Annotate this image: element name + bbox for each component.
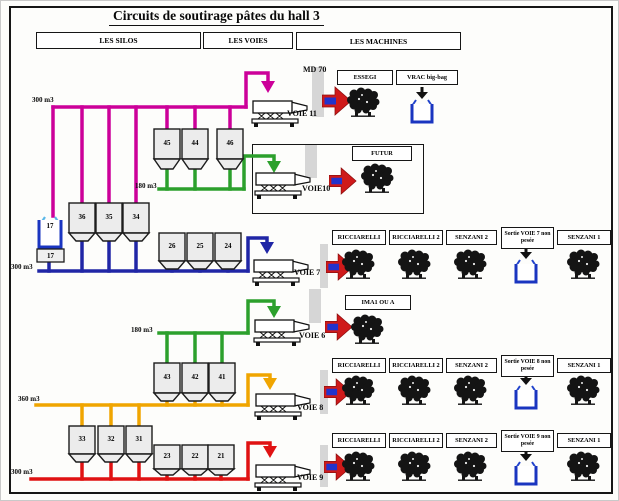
voie9-machine-box: SENZANI 1 [557, 433, 611, 448]
header-les-machines: LES MACHINES [296, 32, 461, 50]
voie9-senzani2-icon [454, 451, 487, 481]
volume-label-green-mid: 180 m3 [131, 326, 153, 334]
voie7-senzani1-icon [567, 249, 600, 279]
orange-arrowhead [263, 378, 277, 390]
silo-number: 31 [135, 435, 143, 443]
voie9-ricciarelli-icon [342, 451, 375, 481]
silo-number: 22 [191, 452, 199, 460]
silo-number: 21 [217, 452, 225, 460]
voie7-machine-box: RICCIARELLI 2 [389, 230, 443, 245]
silo-number: 34 [132, 213, 140, 221]
voie10-transfer-arrow-icon [329, 167, 357, 195]
voie7-machine-box: SENZANI 2 [446, 230, 497, 245]
voie9-sortie-bigbag-icon [514, 449, 538, 486]
silo-number: 26 [168, 242, 176, 250]
voie9-sortie-box: Sortie VOIE 9 non pesée [501, 430, 554, 452]
voie7-sortie-box: Sortie VOIE 7 non pesée [501, 227, 554, 249]
voie7-machine-box: SENZANI 1 [557, 230, 611, 245]
voie8-machine-box: RICCIARELLI 2 [389, 358, 443, 373]
ima-machine-icon [351, 314, 384, 344]
voie9-machine-box: RICCIARELLI 2 [389, 433, 443, 448]
voie7-ricciarelli2-icon [398, 249, 431, 279]
magenta-arrowhead [261, 81, 275, 93]
silo-number: 44 [191, 139, 199, 147]
voie8-sortie-box: Sortie VOIE 8 non pesée [501, 355, 554, 377]
silo-number: 25 [196, 242, 204, 250]
volume-label-orange: 360 m3 [18, 395, 40, 403]
big-bag-label: 17 [46, 222, 54, 230]
silo-number: 45 [163, 139, 171, 147]
silo-number: 36 [78, 213, 86, 221]
silo-number: 24 [224, 242, 232, 250]
big-bag-silo-17-icon [36, 216, 65, 263]
silo-number: 41 [218, 373, 226, 381]
volume-label-red: 300 m3 [11, 468, 33, 476]
header-les-voies: LES VOIES [203, 32, 293, 49]
voie8-senzani1-icon [567, 375, 600, 405]
voie8-sortie-bigbag-icon [514, 373, 538, 410]
voie8-machine-box: SENZANI 2 [446, 358, 497, 373]
big-bag-hopper-label: 17 [47, 252, 54, 260]
futur-box: FUTUR [352, 146, 412, 161]
voie9-machine-box: RICCIARELLI [332, 433, 386, 448]
silo-number: 35 [105, 213, 113, 221]
silo-icons [67, 128, 245, 476]
voie8-ricciarelli2-icon [398, 375, 431, 405]
voie8-machine-box: SENZANI 1 [557, 358, 611, 373]
futur-section-box [252, 144, 424, 214]
green-top-arrowhead [267, 161, 281, 173]
volume-label-green-top: 180 m3 [135, 182, 157, 190]
volume-label-blue: 300 m3 [11, 263, 33, 271]
voie7-machine-box: RICCIARELLI [332, 230, 386, 245]
voie7-senzani2-icon [454, 249, 487, 279]
voie11-transfer-arrow-icon [322, 86, 352, 116]
page-title: Circuits de soutirage pâtes du hall 3 [109, 9, 324, 26]
red-arrowhead [263, 446, 277, 458]
green-top-circuit [157, 154, 276, 191]
voie11-label: VOIE 11 [287, 109, 317, 118]
voie6-label: VOIE 6 [299, 331, 326, 340]
ima-box: IMA1 OU A [345, 295, 411, 310]
silo-number: 43 [163, 373, 171, 381]
red-circuit [29, 441, 272, 481]
page-frame [9, 6, 613, 494]
magenta-circuit [51, 71, 270, 218]
silo-number: 23 [163, 452, 171, 460]
volume-label-magenta: 300 m3 [32, 96, 54, 104]
voie7-ricciarelli-icon [342, 249, 375, 279]
voie10-label: VOIE10 [302, 184, 331, 193]
essegi-box: ESSEGI [337, 70, 393, 85]
silo-number: 42 [191, 373, 199, 381]
voie8-senzani2-icon [454, 375, 487, 405]
header-les-silos: LES SILOS [36, 32, 201, 49]
green-mid-circuit [157, 299, 276, 365]
voie7-sortie-bigbag-icon [514, 247, 538, 284]
futur-machine-icon [361, 163, 394, 193]
voie9-senzani1-icon [567, 451, 600, 481]
voie7-label: VOIE 7 [294, 268, 321, 277]
voie9-ricciarelli2-icon [398, 451, 431, 481]
vrac-bigbag-box: VRAC big-bag [396, 70, 458, 85]
voie8-machine-box: RICCIARELLI [332, 358, 386, 373]
silo-number: 32 [107, 435, 115, 443]
md70-label: MD 70 [303, 65, 327, 74]
green-mid-arrowhead [267, 306, 281, 318]
essegi-machine-icon [347, 87, 380, 117]
voie8-label: VOIE 8 [297, 403, 324, 412]
voie9-machine-box: SENZANI 2 [446, 433, 497, 448]
blue-arrowhead [260, 242, 274, 254]
silo-number: 33 [78, 435, 86, 443]
voie8-ricciarelli-icon [342, 375, 375, 405]
vrac-bigbag-icon [410, 87, 434, 124]
voie6-transfer-arrow-icon [325, 313, 353, 341]
silo-number: 46 [226, 139, 234, 147]
wall-pillars [305, 67, 328, 487]
voie9-label: VOIE 9 [297, 473, 324, 482]
